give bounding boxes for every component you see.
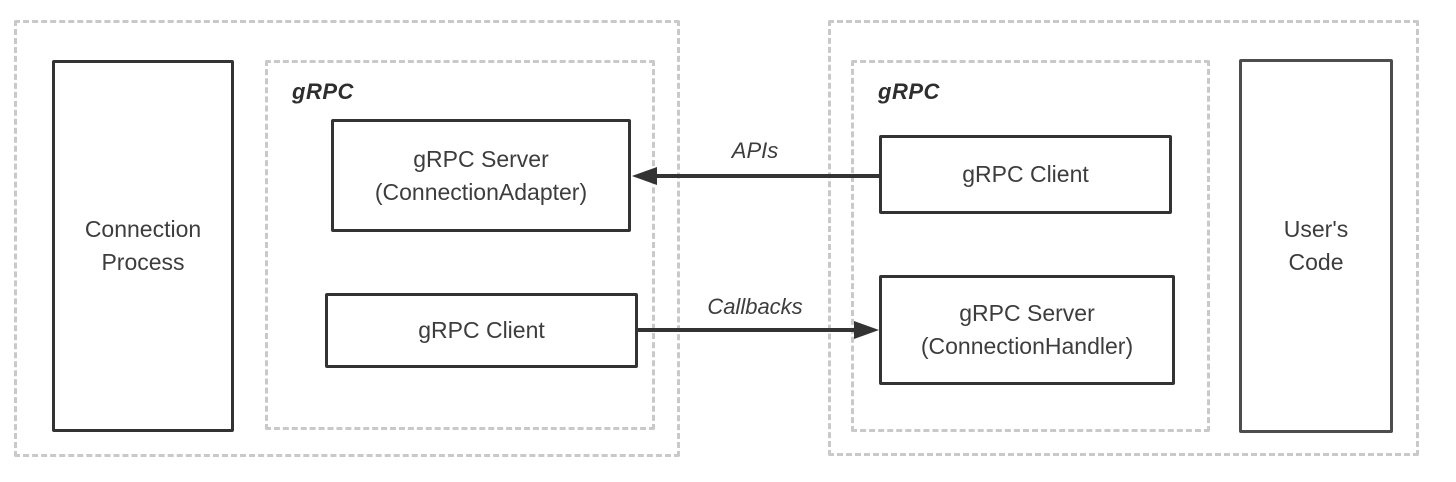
users-code-label-line2: Code — [1288, 249, 1344, 275]
connection-process-group-container — [14, 20, 680, 457]
grpc-server-handler-label-line2: (ConnectionHandler) — [920, 333, 1134, 359]
users-code-box: User's Code — [1239, 59, 1393, 433]
callbacks-arrow-line — [638, 328, 856, 332]
grpc-container-left-label: gRPC — [292, 79, 354, 104]
grpc-client-right-box: gRPC Client — [879, 135, 1172, 214]
users-code-label-line1: User's — [1283, 216, 1349, 242]
grpc-server-adapter-label-line1: gRPC Server — [413, 145, 549, 172]
grpc-container-left: gRPC — [265, 60, 655, 430]
grpc-container-right: gRPC — [851, 60, 1210, 432]
grpc-server-adapter-box: gRPC Server (ConnectionAdapter) — [331, 119, 631, 232]
apis-arrow-line — [655, 174, 879, 178]
connection-process-box: Connection Process — [52, 60, 234, 432]
grpc-server-handler-box: gRPC Server (ConnectionHandler) — [879, 275, 1175, 385]
connection-process-label-line2: Process — [101, 249, 185, 275]
callbacks-arrowhead-icon — [854, 321, 879, 339]
grpc-container-right-label: gRPC — [878, 79, 940, 104]
grpc-client-left-box: gRPC Client — [325, 293, 638, 368]
grpc-client-right-label: gRPC Client — [962, 161, 1089, 187]
users-code-group-container — [828, 20, 1419, 456]
callbacks-arrow-label: Callbacks — [707, 294, 803, 319]
grpc-client-left-label: gRPC Client — [418, 317, 545, 343]
apis-arrow-label: APIs — [731, 138, 779, 163]
apis-arrowhead-icon — [632, 167, 657, 185]
connection-process-label-line1: Connection — [84, 216, 202, 242]
grpc-server-handler-label-line1: gRPC Server — [959, 300, 1095, 326]
grpc-server-adapter-label-line2: (ConnectionAdapter) — [374, 178, 588, 205]
